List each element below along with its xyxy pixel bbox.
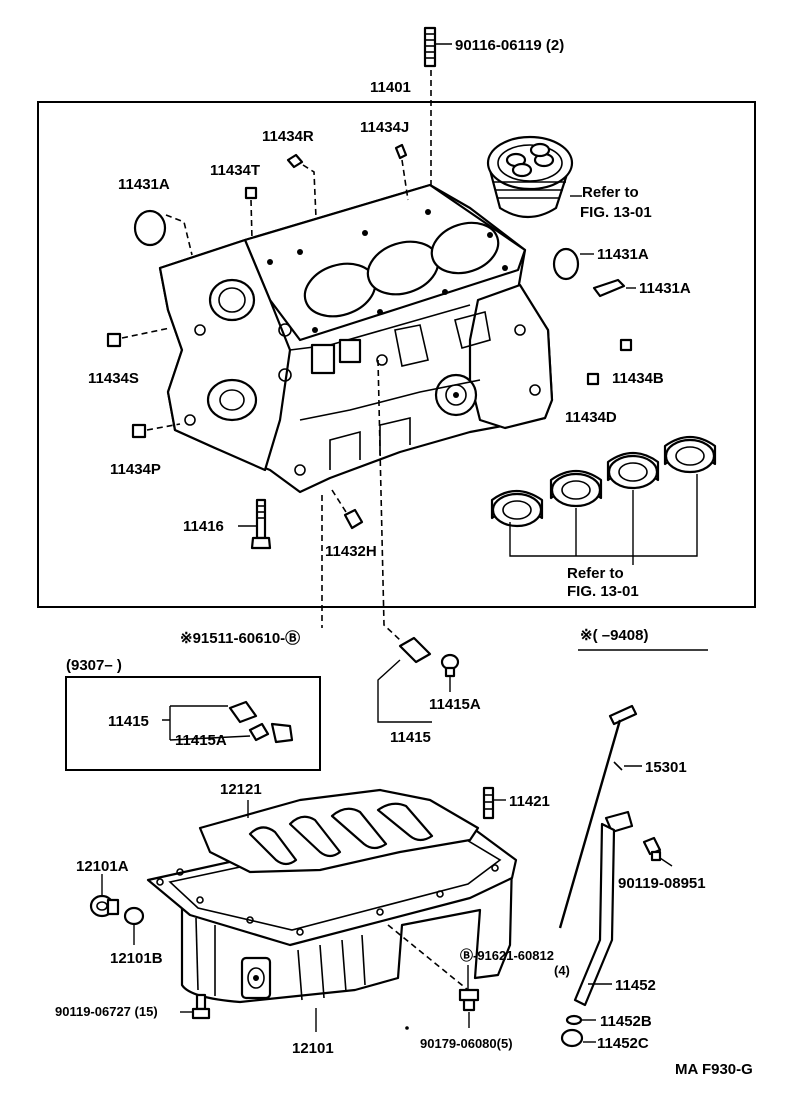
drain-plug-inset-icon — [228, 700, 294, 744]
bolt-90119-06727-icon — [191, 993, 211, 1020]
stud-11421-icon — [482, 786, 495, 820]
cylinder-block-frame — [37, 101, 756, 608]
label-11452b: 11452B — [600, 1013, 652, 1030]
drain-plug-inset-frame — [65, 676, 321, 771]
nut-90179-icon — [458, 988, 480, 1012]
label-90179: 90179-06080(5) — [420, 1036, 513, 1051]
bolt-90119-08951-icon — [642, 836, 662, 862]
label-12101: 12101 — [292, 1040, 334, 1057]
plug-11434b-icon — [619, 338, 633, 352]
dipstick-15301-icon — [558, 704, 638, 929]
label-11434s: 11434S — [88, 370, 139, 387]
label-box-11415: 11415 — [108, 713, 149, 730]
label-refer-piston-fig: FIG. 13-01 — [580, 204, 652, 221]
plug-12101a-icon — [89, 894, 120, 918]
figure-code: MA F930-G — [675, 1061, 753, 1078]
label-refer-bearing: Refer to — [567, 565, 624, 582]
label-12101a: 12101A — [76, 858, 129, 875]
cylinder-block-illustration — [158, 183, 554, 494]
label-91621: Ⓑ-91621-60812 — [460, 948, 554, 963]
plug-11432h-icon — [343, 508, 364, 530]
bolt-11416-icon — [250, 498, 272, 550]
label-90119-06727: 90119-06727 (15) — [55, 1004, 158, 1019]
plug-11431a-right-icon — [552, 247, 580, 281]
label-11401: 11401 — [370, 79, 411, 96]
label-11431a-right2: 11431A — [639, 280, 691, 297]
plug-11431a-top-icon — [133, 209, 167, 247]
label-91621-qty: (4) — [554, 963, 570, 978]
label-11431a-right1: 11431A — [597, 246, 649, 263]
label-11434r: 11434R — [262, 128, 314, 145]
label-12101b: 12101B — [110, 950, 163, 967]
label-box-11415a: 11415A — [175, 732, 227, 749]
label-11432h: 11432H — [325, 543, 377, 560]
gasket-12101b-icon — [123, 906, 145, 926]
pan-gasket-illustration — [198, 788, 480, 874]
plug-11434j-icon — [394, 143, 408, 160]
label-11434b: 11434B — [612, 370, 664, 387]
label-11421: 11421 — [509, 793, 550, 810]
label-11431a-top: 11431A — [118, 176, 170, 193]
label-note-9408: ※( –9408) — [580, 627, 648, 644]
label-11416: 11416 — [183, 518, 224, 535]
label-11434t: 11434T — [210, 162, 260, 179]
label-stud-90116: 90116-06119 (2) — [455, 37, 564, 54]
guide-11452-icon — [573, 810, 634, 1007]
plug-11434s-icon — [106, 332, 122, 348]
label-91511: ※91511-60610-Ⓑ — [180, 629, 300, 647]
plug-11431a-ring-icon — [592, 278, 626, 298]
label-11434j: 11434J — [360, 119, 409, 136]
oil-pan-illustration — [146, 824, 518, 1004]
label-90119-08951: 90119-08951 — [618, 875, 706, 892]
label-main-11415: 11415 — [390, 729, 431, 746]
stud-top-illustration — [423, 26, 437, 68]
label-period-9307: (9307– ) — [66, 657, 122, 674]
piston-illustration — [486, 135, 574, 219]
label-main-11415a: 11415A — [429, 696, 481, 713]
label-11452: 11452 — [615, 977, 656, 994]
label-11434p: 11434P — [110, 461, 161, 478]
oring-11452b-icon — [565, 1014, 583, 1026]
drain-plug-main-icon — [398, 636, 460, 678]
plug-11434p-icon — [131, 423, 147, 439]
bearings-illustration — [490, 435, 717, 528]
label-refer-bearing-fig: FIG. 13-01 — [567, 583, 639, 600]
label-11434d: 11434D — [565, 409, 617, 426]
label-refer-piston: Refer to — [582, 184, 639, 201]
plug-11434r-icon — [286, 153, 304, 169]
oring-11452c-icon — [560, 1028, 584, 1048]
plug-11434d-icon — [586, 372, 600, 386]
label-15301: 15301 — [645, 759, 687, 776]
label-12121: 12121 — [220, 781, 262, 798]
label-11452c: 11452C — [597, 1035, 649, 1052]
plug-11434t-icon — [244, 186, 258, 200]
